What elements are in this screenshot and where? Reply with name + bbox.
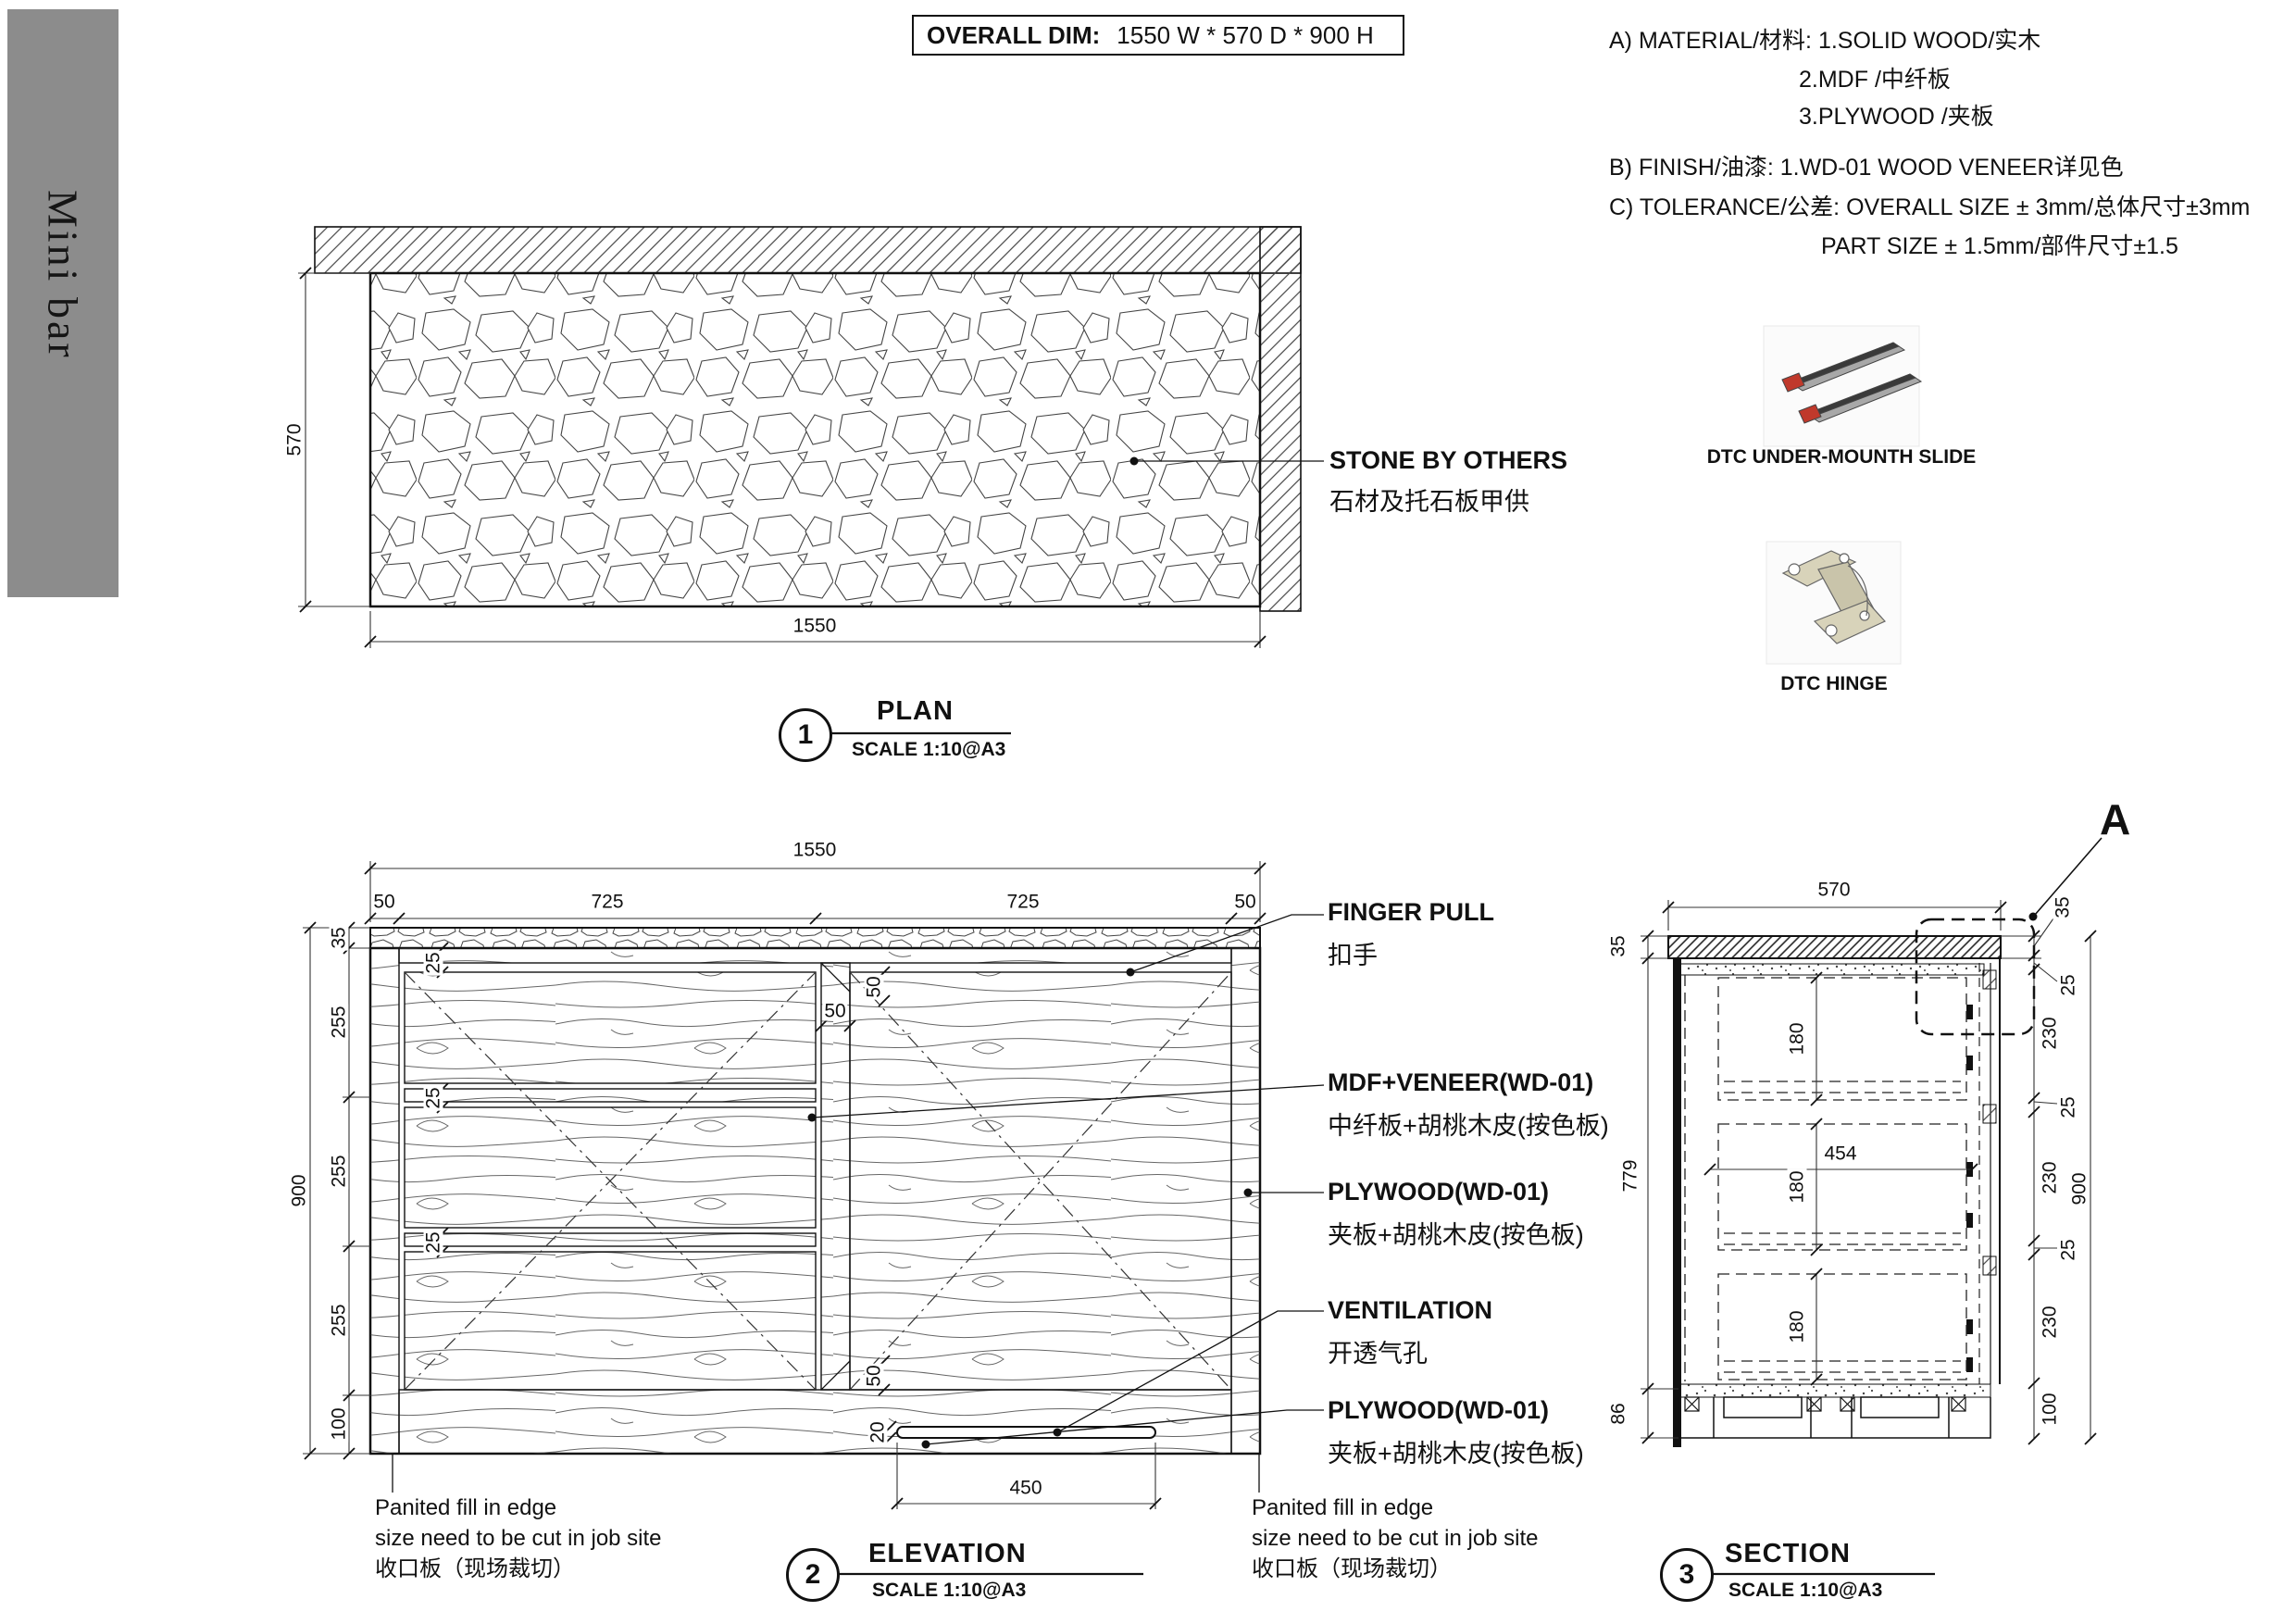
- section-drawing: [1641, 837, 2103, 1576]
- elevation-drawing: [303, 861, 1325, 1576]
- finger-pull-label-en: FINGER PULL: [1328, 898, 1494, 926]
- plywood2-label-en: PLYWOOD(WD-01): [1328, 1396, 1550, 1424]
- dim-sect-230-3: 230: [2039, 1304, 2061, 1341]
- edge-note-right-line3: 收口板（现场裁切）: [1252, 1556, 1452, 1581]
- hinge-label: DTC HINGE: [1780, 673, 1888, 694]
- note-material-3: 3.PLYWOOD /夹板: [1799, 104, 1994, 130]
- overall-dim-value: 1550 W * 570 D * 900 H: [1117, 20, 1374, 49]
- dim-elev-450: 450: [1007, 1477, 1044, 1499]
- plan-drawing: [298, 226, 1324, 735]
- edge-note-left-line2: size need to be cut in job site: [375, 1526, 662, 1551]
- dim-sect-25-2: 25: [2057, 1094, 2079, 1120]
- dim-elev-50-door-bottom: 50: [863, 1363, 885, 1389]
- elevation-title: ELEVATION: [868, 1539, 1027, 1568]
- edge-note-right-line2: size need to be cut in job site: [1252, 1526, 1539, 1551]
- slide-label: DTC UNDER-MOUNTH SLIDE: [1706, 446, 1977, 468]
- note-finish: B) FINISH/油漆: 1.WD-01 WOOD VENEER详见色: [1609, 155, 2124, 181]
- dim-sect-100: 100: [2039, 1391, 2061, 1428]
- note-tolerance: C) TOLERANCE/公差: OVERALL SIZE ± 3mm/总体尺寸…: [1609, 194, 2251, 220]
- dim-sect-570: 570: [1816, 879, 1853, 901]
- stone-label-en: STONE BY OTHERS: [1329, 446, 1568, 474]
- dim-elev-50-stile: 50: [822, 1000, 848, 1022]
- dim-elev-900: 900: [288, 1172, 310, 1209]
- elevation-callout-number: 2: [786, 1548, 840, 1602]
- dim-sect-180-1: 180: [1786, 1020, 1808, 1057]
- dim-sect-180-2: 180: [1786, 1168, 1808, 1206]
- dim-elev-50-right: 50: [1232, 891, 1258, 913]
- overall-dim-box: OVERALL DIM: 1550 W * 570 D * 900 H: [912, 15, 1404, 56]
- dim-sect-25-3: 25: [2057, 1237, 2079, 1263]
- elevation-scale: SCALE 1:10@A3: [872, 1580, 1027, 1601]
- sheet-title: Mini bar: [39, 190, 87, 360]
- dim-elev-50-door-top: 50: [863, 974, 885, 1000]
- ventilation-label-en: VENTILATION: [1328, 1296, 1492, 1324]
- dim-sect-180-3: 180: [1786, 1308, 1808, 1345]
- dim-elev-725-left: 725: [589, 891, 626, 913]
- dim-sect-900: 900: [2068, 1170, 2090, 1207]
- overall-dim-label: OVERALL DIM:: [927, 20, 1101, 49]
- dim-elev-20: 20: [867, 1419, 889, 1445]
- drawer-slide-image: [1763, 325, 1923, 447]
- plywood1-label-en: PLYWOOD(WD-01): [1328, 1178, 1550, 1206]
- dim-elev-725-right: 725: [1004, 891, 1042, 913]
- dim-sect-230-1: 230: [2039, 1015, 2061, 1052]
- dim-elev-35: 35: [328, 925, 350, 951]
- finger-pull-label-cn: 扣手: [1328, 942, 1378, 969]
- note-material: A) MATERIAL/材料: 1.SOLID WOOD/实木: [1609, 28, 2041, 54]
- dim-elev-255-1: 255: [328, 1004, 350, 1041]
- dim-elev-100: 100: [328, 1405, 350, 1443]
- edge-note-right-line1: Panited fill in edge: [1252, 1495, 1434, 1520]
- dim-sect-230-2: 230: [2039, 1159, 2061, 1196]
- plan-callout-number: 1: [779, 708, 832, 762]
- dim-sect-86: 86: [1607, 1401, 1629, 1427]
- plan-scale: SCALE 1:10@A3: [852, 739, 1006, 760]
- mdf-veneer-label-en: MDF+VENEER(WD-01): [1328, 1068, 1594, 1096]
- mdf-veneer-label-cn: 中纤板+胡桃木皮(按色板): [1328, 1112, 1609, 1140]
- ventilation-label-cn: 开透气孔: [1328, 1340, 1428, 1368]
- dim-sect-35-right: 35: [2052, 894, 2074, 920]
- dim-plan-width: 1550: [791, 615, 839, 637]
- sheet-title-bar: Mini bar: [7, 9, 119, 597]
- dim-elev-25-1: 25: [422, 950, 444, 976]
- stone-label-cn: 石材及托石板甲供: [1329, 488, 1529, 516]
- plywood1-label-cn: 夹板+胡桃木皮(按色板): [1328, 1221, 1584, 1249]
- dim-sect-454: 454: [1822, 1143, 1859, 1165]
- note-tolerance-2: PART SIZE ± 1.5mm/部件尺寸±1.5: [1821, 233, 2178, 259]
- edge-note-left-line3: 收口板（现场裁切）: [375, 1556, 575, 1581]
- section-title: SECTION: [1725, 1539, 1851, 1568]
- dim-plan-depth: 570: [283, 421, 306, 458]
- dim-elev-255-2: 255: [328, 1153, 350, 1190]
- plywood2-label-cn: 夹板+胡桃木皮(按色板): [1328, 1440, 1584, 1468]
- dim-sect-25-1: 25: [2057, 972, 2079, 998]
- plan-title: PLAN: [877, 696, 954, 726]
- note-material-2: 2.MDF /中纤板: [1799, 67, 1951, 93]
- dim-elev-25-2: 25: [422, 1085, 444, 1111]
- section-callout-number: 3: [1660, 1548, 1714, 1602]
- dim-elev-255-3: 255: [328, 1302, 350, 1339]
- dim-elev-50-left: 50: [371, 891, 397, 913]
- dim-sect-779: 779: [1619, 1157, 1641, 1194]
- edge-note-left-line1: Panited fill in edge: [375, 1495, 557, 1520]
- dim-elev-width: 1550: [791, 839, 839, 861]
- dim-elev-25-3: 25: [422, 1230, 444, 1255]
- hinge-image: [1766, 541, 1902, 665]
- section-scale: SCALE 1:10@A3: [1728, 1580, 1883, 1601]
- edge-note-right: Panited fill in edge size need to be cut…: [1252, 1493, 1539, 1584]
- dim-sect-35-left: 35: [1607, 933, 1629, 959]
- edge-note-left: Panited fill in edge size need to be cut…: [375, 1493, 662, 1584]
- detail-a-letter: A: [2100, 795, 2131, 843]
